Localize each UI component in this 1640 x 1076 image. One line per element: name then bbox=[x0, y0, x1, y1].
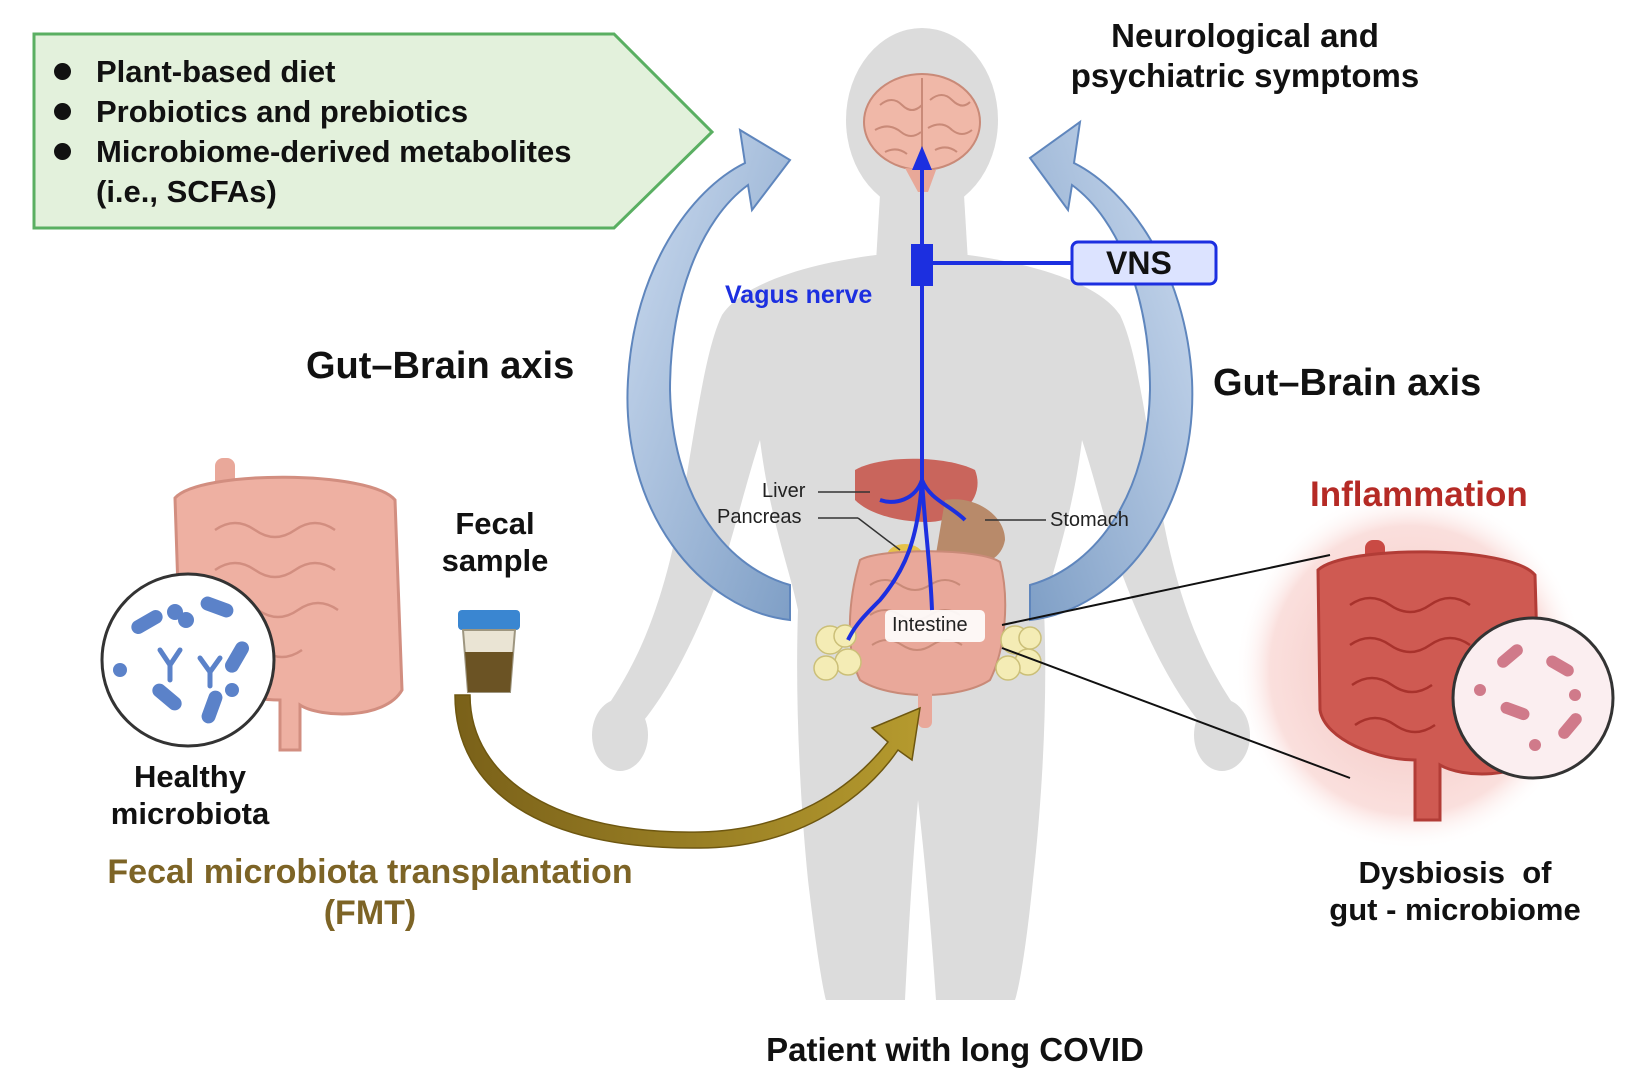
vns-label: VNS bbox=[1106, 245, 1172, 281]
inflammation-leader-lines bbox=[1001, 554, 1351, 779]
brain-arrowhead bbox=[912, 146, 932, 170]
inflamed-gut-icon bbox=[1235, 490, 1615, 850]
vagus-nerve bbox=[846, 160, 967, 641]
recommendation-item: Microbiome-derived metabolites bbox=[52, 132, 571, 172]
axis-label-left: Gut–Brain axis bbox=[306, 345, 575, 387]
healthy-microbiota-label: Healthy microbiota bbox=[110, 759, 270, 832]
vns-stimulator bbox=[911, 244, 933, 286]
dysbiosis-label: Dysbiosis of gut - microbiome bbox=[1329, 855, 1581, 928]
intestine-label: Intestine bbox=[892, 614, 968, 636]
bullet-icon bbox=[54, 63, 71, 80]
fmt-label: Fecal microbiota transplantation (FMT) bbox=[107, 853, 633, 932]
recommendation-box bbox=[32, 32, 715, 230]
bullet-icon bbox=[54, 103, 71, 120]
inflammation-label: Inflammation bbox=[1310, 475, 1528, 514]
recommendation-item: Plant-based diet bbox=[52, 52, 571, 92]
recommendation-item: (i.e., SCFAs) bbox=[96, 174, 277, 209]
fecal-sample-cup bbox=[458, 610, 520, 693]
pancreas-label: Pancreas bbox=[717, 506, 802, 528]
fecal-sample-label: Fecal sample bbox=[441, 506, 549, 579]
liver-label: Liver bbox=[762, 480, 806, 502]
axis-label-right: Gut–Brain axis bbox=[1213, 362, 1482, 404]
vagus-nerve-label: Vagus nerve bbox=[725, 281, 873, 309]
symptoms-label: Neurological and psychiatric symptoms bbox=[1070, 17, 1420, 94]
organ-leader-lines bbox=[818, 491, 1046, 551]
patient-label: Patient with long COVID bbox=[766, 1031, 1144, 1068]
healthy-gut-icon bbox=[100, 458, 404, 752]
recommendation-list: Plant-based diet Probiotics and prebioti… bbox=[52, 52, 571, 212]
axis-arrow-left bbox=[626, 128, 792, 622]
fmt-arrow bbox=[454, 694, 921, 849]
brain-icon bbox=[863, 73, 981, 192]
bullet-icon bbox=[54, 143, 71, 160]
stomach-label: Stomach bbox=[1050, 509, 1129, 531]
vns-box bbox=[1070, 240, 1218, 286]
recommendation-item: Probiotics and prebiotics bbox=[52, 92, 571, 132]
